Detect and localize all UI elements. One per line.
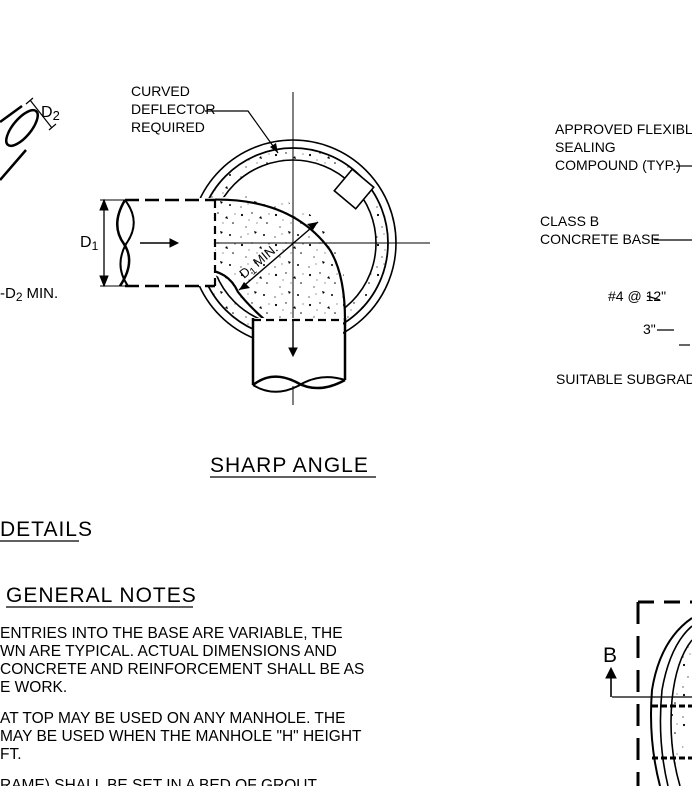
note-line-6: MAY BE USED WHEN THE MANHOLE "H" HEIGHT <box>0 728 362 745</box>
curved-deflector-label-1: CURVED <box>131 83 190 99</box>
sealing-label-1: APPROVED FLEXIBLE <box>555 121 692 137</box>
general-notes-heading: GENERAL NOTES <box>6 584 197 607</box>
base-label-1: CLASS B <box>540 213 599 229</box>
deflector-leader <box>205 110 279 154</box>
outlet-pipe <box>251 318 347 393</box>
curved-deflector-label-2: DEFLECTOR <box>131 101 216 117</box>
note-line-5: AT TOP MAY BE USED ON ANY MANHOLE. THE <box>0 710 345 727</box>
sharp-angle-title: SHARP ANGLE <box>210 454 369 477</box>
d1-label: D1 <box>80 234 99 253</box>
note-line-2: WN ARE TYPICAL. ACTUAL DIMENSIONS AND <box>0 643 337 660</box>
note-line-7: FT. <box>0 746 22 763</box>
sharp-angle-plan <box>175 92 430 405</box>
rebar-leader <box>646 295 661 301</box>
section-b-label: B <box>603 644 617 667</box>
inlet-pipe <box>99 198 217 288</box>
curved-deflector-label-3: REQUIRED <box>131 119 205 135</box>
rebar-label: #4 @ 12" <box>608 288 666 304</box>
three-inch-label: 3" <box>643 321 656 337</box>
note-line-8: RAME) SHALL BE SET IN A BED OF GROUT <box>0 777 317 786</box>
inclined-pipe-detail <box>0 97 57 181</box>
sealing-label-2: SEALING <box>555 139 616 155</box>
base-label-2: CONCRETE BASE <box>540 231 660 247</box>
note-line-4: E WORK. <box>0 679 67 696</box>
d2-label: D2 <box>41 104 60 123</box>
deflector-leader-arrow <box>270 143 278 153</box>
note-line-3: CONCRETE AND REINFORCEMENT SHALL BE AS <box>0 661 364 678</box>
details-title: DETAILS <box>0 518 93 541</box>
sealing-label-3: COMPOUND (TYP.) <box>555 157 681 173</box>
note-line-1: ENTRIES INTO THE BASE ARE VARIABLE, THE <box>0 625 343 642</box>
section-b-view <box>605 600 692 786</box>
subgrade-label: SUITABLE SUBGRADE <box>556 371 692 387</box>
